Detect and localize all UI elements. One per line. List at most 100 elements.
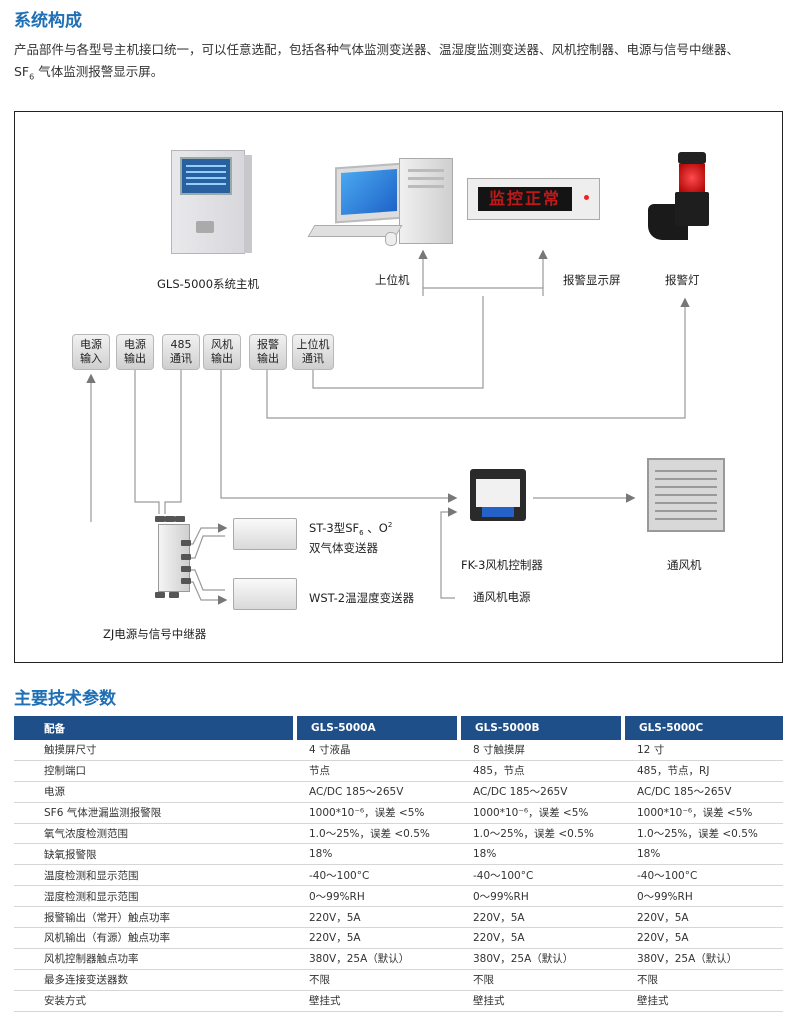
st3-sensor-image [233, 518, 297, 550]
alarm-display-text: 监控正常 [478, 187, 572, 211]
table-row: 最多连接变送器数不限不限不限 [14, 969, 783, 991]
spec-value-cell: 1000*10⁻⁶，误差 <5% [623, 802, 783, 824]
intro-paragraph: 产品部件与各型号主机接口统一，可以任意选配，包括各种气体监测变送器、温湿度监测变… [14, 39, 794, 89]
spec-value-cell: 壁挂式 [459, 990, 623, 1012]
spec-value-cell: 220V，5A [459, 927, 623, 949]
system-diagram: GLS-5000系统主机 上位机 监控正常 报警显示屏 报警灯 电源输入 电源输… [14, 111, 783, 663]
intro-line-2-pre: SF [14, 64, 30, 79]
port-fan-out: 风机输出 [203, 334, 241, 370]
relay-connector [181, 554, 191, 560]
spec-value-cell: -40～100°C [295, 864, 459, 887]
header-model-c: GLS-5000C [623, 716, 783, 740]
relay-connector [181, 540, 191, 546]
relay-connector [181, 566, 191, 572]
fan-label: 通风机 [667, 558, 702, 572]
spec-value-cell: 8 寸触摸屏 [459, 740, 623, 761]
spec-value-cell: 220V，5A [295, 906, 459, 929]
wst2-label: WST-2温湿度变送器 [309, 591, 415, 605]
spec-value-cell: 485，节点 [459, 760, 623, 782]
intro-line-2-post: 气体监测报警显示屏。 [34, 64, 164, 79]
spec-value-cell: 1000*10⁻⁶，误差 <5% [459, 802, 623, 824]
spec-value-cell: 1.0～25%，误差 <0.5% [459, 823, 623, 845]
lamp-label: 报警灯 [665, 273, 700, 287]
ventilation-fan-image [647, 458, 725, 532]
spec-name-cell: 安装方式 [14, 990, 295, 1012]
spec-value-cell: AC/DC 185～265V [623, 781, 783, 803]
relay-label: ZJ电源与信号中继器 [103, 627, 207, 641]
spec-name-cell: 温度检测和显示范围 [14, 864, 295, 887]
spec-value-cell: -40～100°C [459, 864, 623, 887]
pc-mouse-image [385, 232, 397, 246]
spec-value-cell: -40～100°C [623, 864, 783, 887]
spec-value-cell: 18% [459, 843, 623, 866]
pc-label: 上位机 [375, 273, 410, 287]
section-title-specs: 主要技术参数 [14, 689, 116, 709]
spec-name-cell: 最多连接变送器数 [14, 969, 295, 991]
port-alarm-out: 报警输出 [249, 334, 287, 370]
spec-value-cell: 1000*10⁻⁶，误差 <5% [295, 802, 459, 824]
spec-value-cell: 0～99%RH [459, 885, 623, 908]
alarm-lamp-cap [678, 152, 706, 164]
spec-value-cell: 1.0～25%，误差 <0.5% [295, 823, 459, 845]
header-config: 配备 [14, 716, 297, 740]
header-model-b: GLS-5000B [459, 716, 625, 740]
spec-value-cell: 0～99%RH [295, 885, 459, 908]
spec-name-cell: 报警输出（常开）触点功率 [14, 906, 295, 929]
spec-value-cell: 220V，5A [623, 927, 783, 949]
port-pc-comm: 上位机通讯 [292, 334, 334, 370]
alarm-display-image: 监控正常 [467, 178, 600, 220]
spec-value-cell: 壁挂式 [295, 990, 459, 1012]
spec-table-header: 配备 GLS-5000A GLS-5000B GLS-5000C [14, 716, 783, 740]
spec-name-cell: 缺氧报警限 [14, 843, 295, 866]
fk3-label: FK-3风机控制器 [461, 558, 543, 572]
spec-value-cell: 0～99%RH [623, 885, 783, 908]
section-title-system: 系统构成 [14, 11, 82, 31]
relay-connector [155, 516, 165, 522]
spec-name-cell: 风机控制器触点功率 [14, 948, 295, 970]
fan-controller-image [470, 469, 526, 521]
intro-line-1: 产品部件与各型号主机接口统一，可以任意选配，包括各种气体监测变送器、温湿度监测变… [14, 42, 740, 57]
pc-tower-image [399, 158, 453, 244]
spec-value-cell: 220V，5A [623, 906, 783, 929]
spec-value-cell: 485，节点，RJ [623, 760, 783, 782]
spec-value-cell: 4 寸液晶 [295, 740, 459, 761]
wst2-sensor-image [233, 578, 297, 610]
port-power-in: 电源输入 [72, 334, 110, 370]
main-host-image [171, 150, 252, 254]
spec-value-cell: 380V，25A（默认） [459, 948, 623, 970]
spec-value-cell: AC/DC 185～265V [459, 781, 623, 803]
spec-name-cell: 湿度检测和显示范围 [14, 885, 295, 908]
spec-name-cell: 风机输出（有源）触点功率 [14, 927, 295, 949]
spec-name-cell: 控制端口 [14, 760, 295, 782]
relay-connector [169, 592, 179, 598]
spec-name-cell: 氧气浓度检测范围 [14, 823, 295, 845]
spec-value-cell: 壁挂式 [623, 990, 783, 1012]
spec-value-cell: 节点 [295, 760, 459, 782]
spec-name-cell: 电源 [14, 781, 295, 803]
table-row: 温度检测和显示范围-40～100°C-40～100°C-40～100°C [14, 864, 783, 887]
spec-value-cell: 220V，5A [295, 927, 459, 949]
table-row: 安装方式壁挂式壁挂式壁挂式 [14, 990, 783, 1012]
spec-value-cell: 380V，25A（默认） [623, 948, 783, 970]
port-power-out: 电源输出 [116, 334, 154, 370]
spec-value-cell: 不限 [295, 969, 459, 991]
spec-name-cell: SF6 气体泄漏监测报警限 [14, 802, 295, 824]
relay-connector [155, 592, 165, 598]
spec-value-cell: 不限 [623, 969, 783, 991]
spec-value-cell: 12 寸 [623, 740, 783, 761]
header-model-a: GLS-5000A [295, 716, 461, 740]
spec-value-cell: 18% [623, 843, 783, 866]
